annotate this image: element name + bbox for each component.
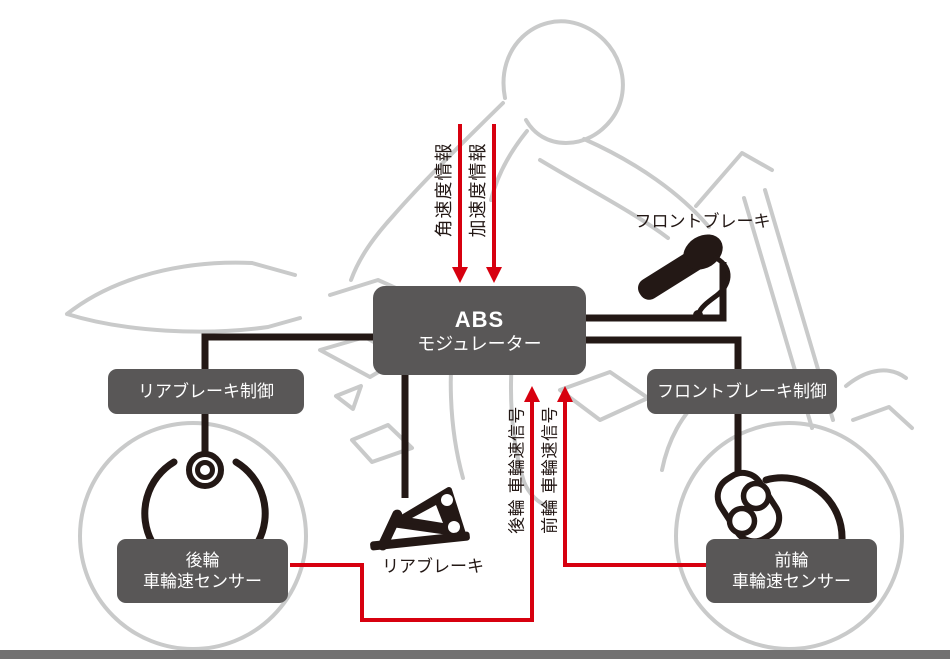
rider-back-outline: [349, 101, 505, 282]
frame-fragments-right: [844, 368, 914, 430]
rear-wheel-speed-sensor-icon: [141, 451, 269, 546]
front-wheel-speed-sensor-icon: [714, 469, 846, 545]
abs-modulator-box: ABS モジュレーター: [373, 286, 586, 375]
red-arrowheads: [452, 267, 573, 402]
rear-wheel-speed-signal-label: 後輪 車輪速信号: [507, 406, 527, 534]
front-brake-control-label: フロントブレーキ制御: [657, 381, 827, 401]
front-wheel-sensor-line2: 車輪速センサー: [732, 572, 851, 591]
windshield-outline: [694, 151, 774, 208]
tail-cowl-outline: [65, 260, 302, 334]
front-brake-control-box: フロントブレーキ制御: [647, 369, 837, 414]
wire-abs-to-front-lever: [584, 262, 727, 322]
rear-wheel-outline: [78, 421, 308, 651]
wire-abs-to-rear-sensor: [201, 333, 376, 455]
red-signal-lines: [290, 124, 706, 622]
rear-wheel-sensor-line2: 車輪速センサー: [143, 572, 262, 591]
front-wheel-speed-arrowhead: [557, 386, 573, 402]
rear-wheel-speed-arrowhead: [524, 386, 540, 402]
rear-brake-control-box: リアブレーキ制御: [108, 369, 304, 414]
rear-brake-label: リアブレーキ: [382, 557, 484, 576]
front-wheel-sensor-line1: 前輪: [774, 550, 809, 570]
rider-arm-upper-outline: [582, 137, 711, 229]
front-wheel-sensor-box: 前輪 車輪速センサー: [706, 539, 877, 603]
acceleration-signal-label: 加速度情報: [468, 142, 488, 238]
rear-brake-control-label: リアブレーキ制御: [138, 381, 274, 401]
ground-line: [0, 650, 950, 659]
front-brake-lever-icon: [638, 234, 731, 320]
front-wheel-speed-signal-line: [563, 400, 706, 567]
rear-wheel-sensor-line1: 後輪: [185, 550, 220, 570]
angular-velocity-signal-label: 角速度情報: [434, 142, 454, 238]
angular-velocity-arrowhead: [452, 267, 468, 283]
rear-brake-pedal-icon: [370, 487, 470, 551]
wire-abs-to-front-sensor: [584, 336, 742, 482]
abs-modulator-title: ABS: [454, 306, 505, 332]
abs-modulator-subtitle: モジュレーター: [417, 334, 542, 354]
rider-helmet-outline: [501, 19, 625, 145]
front-wheel-outline: [674, 421, 904, 651]
motorcycle-outline: [65, 19, 914, 651]
rider-chest-outline: [489, 129, 529, 202]
rear-wheel-speed-signal-line: [290, 400, 534, 622]
front-wheel-speed-signal-label: 前輪 車輪速信号: [540, 406, 560, 534]
acceleration-arrowhead: [486, 267, 502, 283]
rider-arm-lower-outline: [538, 158, 670, 240]
rear-wheel-sensor-box: 後輪 車輪速センサー: [117, 539, 288, 603]
front-brake-label: フロントブレーキ: [634, 212, 771, 231]
black-wires: [201, 262, 742, 498]
